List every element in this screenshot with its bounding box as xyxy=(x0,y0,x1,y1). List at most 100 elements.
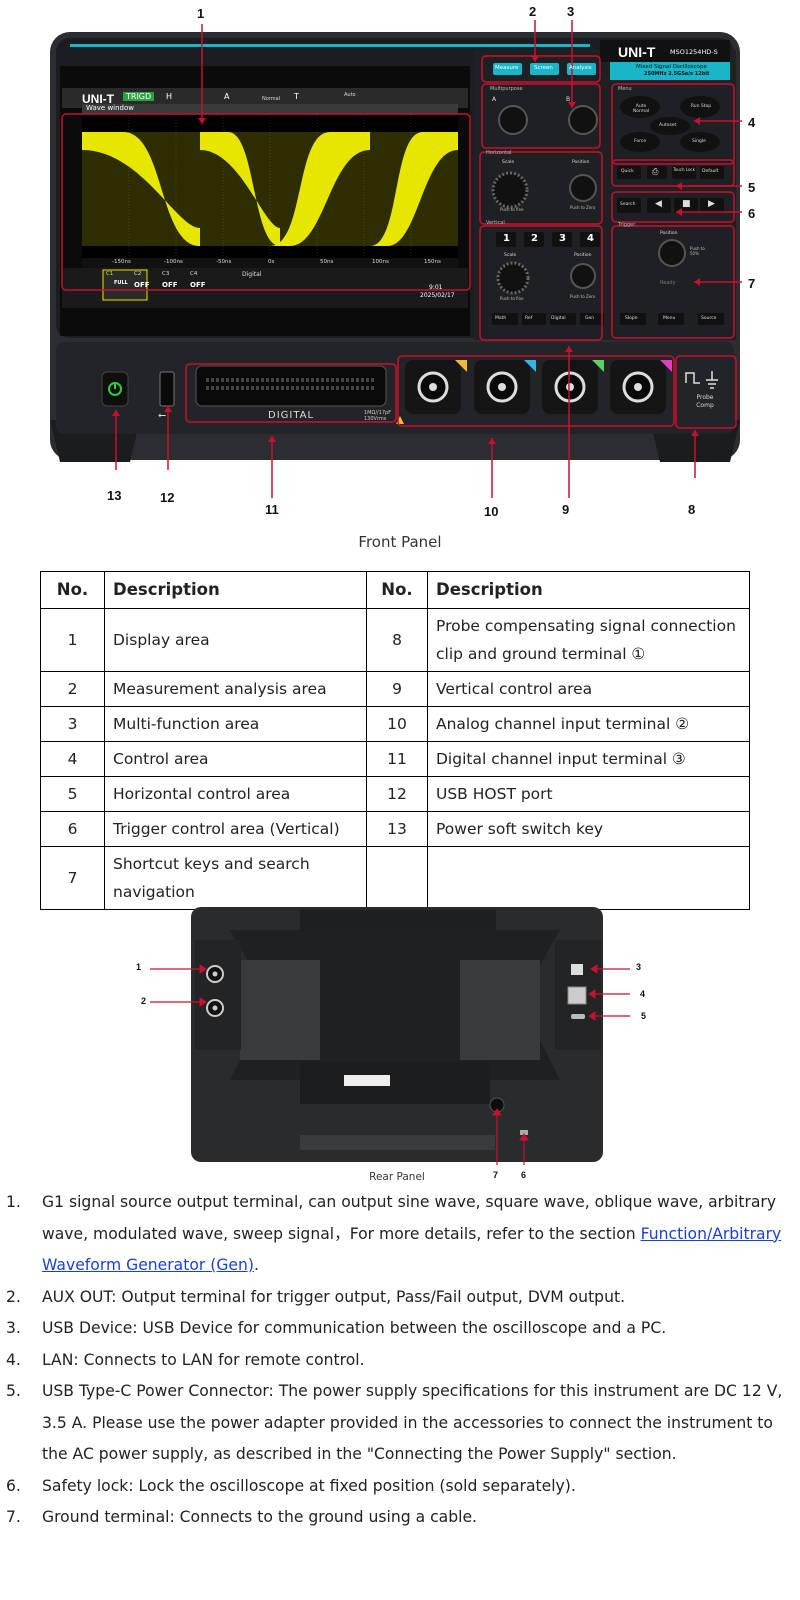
digital-pin xyxy=(301,378,304,382)
measure-button[interactable]: Measure xyxy=(495,65,519,71)
channel-cell-name[interactable]: C1 xyxy=(106,271,114,277)
prev-icon[interactable]: ◀ xyxy=(655,199,662,209)
channel-cell-name[interactable]: C3 xyxy=(162,271,170,277)
digital-pin xyxy=(336,378,339,382)
front-callout-9: 9 xyxy=(562,502,570,517)
channel-cell-name[interactable]: C2 xyxy=(134,271,142,277)
measure-button-shape xyxy=(493,63,522,75)
list-item-text: Safety lock: Lock the oscilloscope at fi… xyxy=(42,1476,576,1495)
search-button[interactable]: Search xyxy=(620,202,636,207)
callout-arrow xyxy=(568,102,576,108)
digital-pin xyxy=(281,378,284,382)
vertical-button-ref[interactable]: Ref xyxy=(525,316,533,321)
lan-port xyxy=(567,986,587,1005)
front-callout-2: 2 xyxy=(529,4,537,19)
print-btn-shape xyxy=(647,166,667,179)
screen-t-label: T xyxy=(294,92,299,101)
trigger-button-source[interactable]: Source xyxy=(701,316,717,321)
table-header-description-1: Description xyxy=(104,571,367,609)
quick-button[interactable]: Quick xyxy=(621,169,634,174)
prev-btn-shape xyxy=(647,198,671,213)
channel-button-1[interactable]: 1 xyxy=(503,233,510,244)
stop-btn-shape xyxy=(674,198,698,213)
digital-pin xyxy=(221,386,224,390)
trigger-knob xyxy=(658,239,686,267)
screen-h-label: H xyxy=(166,92,173,101)
trigger-button-menu[interactable]: Menu xyxy=(663,316,676,321)
vertical-button-gen[interactable]: Gen xyxy=(585,316,595,321)
channel-button-2[interactable]: 2 xyxy=(531,233,538,244)
default-button[interactable]: Default xyxy=(702,169,719,174)
channel-cell-name[interactable]: C4 xyxy=(190,271,198,277)
vertical-button-digital[interactable]: Digital xyxy=(551,316,566,321)
digital-pin xyxy=(276,378,279,382)
single-button[interactable]: Single xyxy=(692,139,706,144)
analysis-button[interactable]: Analysis xyxy=(569,65,592,71)
digital-pin xyxy=(291,386,294,390)
quick-btn-shape xyxy=(617,166,641,179)
digital-pin xyxy=(346,386,349,390)
callout-arrow xyxy=(694,278,700,286)
table-cell-number: 3 xyxy=(40,706,105,742)
callout-arrow xyxy=(676,208,682,216)
digital-pin xyxy=(251,386,254,390)
digital-pin xyxy=(316,378,319,382)
digital-port-label: DIGITAL xyxy=(268,410,315,421)
ch1-btn-shape xyxy=(496,232,516,247)
time-tick-label: -50ns xyxy=(216,259,232,265)
autoset-button[interactable]: Autoset xyxy=(659,123,677,128)
digital-pin xyxy=(326,378,329,382)
auto-normal-button[interactable]: Auto Normal xyxy=(632,104,650,114)
trigger-button-slope[interactable]: Slope xyxy=(625,316,638,321)
digital-pin xyxy=(226,386,229,390)
screen-digital-label: Digital xyxy=(242,271,262,278)
table-cell-description: Display area xyxy=(104,608,367,672)
digital-pin xyxy=(221,378,224,382)
source-btn-shape xyxy=(698,313,724,325)
digital-port-pins xyxy=(206,378,374,390)
trigger-label: Trigger xyxy=(618,222,636,228)
next-icon[interactable]: ▶ xyxy=(708,199,715,209)
stop-icon[interactable]: ■ xyxy=(682,199,691,209)
digital-pin xyxy=(226,378,229,382)
screen-topbar xyxy=(62,88,468,108)
touch-lock-button[interactable]: Touch Lock xyxy=(673,167,695,172)
screen-button-shape xyxy=(530,63,559,75)
digital-pin xyxy=(236,378,239,382)
force-button[interactable]: Force xyxy=(634,139,647,144)
bnc-channel-tag xyxy=(592,360,604,372)
time-tick-label: 50ns xyxy=(320,259,334,265)
digital-pin xyxy=(331,378,334,382)
screen-button[interactable]: Screen xyxy=(534,65,553,71)
bnc-channel-tag xyxy=(524,360,536,372)
model-spec-bar xyxy=(610,62,730,80)
v-push-zero-label: Push to Zero xyxy=(570,294,596,299)
front-callout-4: 4 xyxy=(748,115,756,130)
channel-button-4[interactable]: 4 xyxy=(587,233,594,244)
callout-arrow xyxy=(198,118,206,124)
waveform-trace xyxy=(82,132,458,246)
callout-frame xyxy=(185,363,397,423)
digital-pin xyxy=(246,378,249,382)
run-stop-button[interactable]: Run Stop xyxy=(690,104,712,109)
list-item: 3.USB Device: USB Device for communicati… xyxy=(0,1313,790,1345)
channel-button-3[interactable]: 3 xyxy=(559,233,566,244)
digital-pin xyxy=(371,378,374,382)
digital-pin xyxy=(346,378,349,382)
vertical-button-math[interactable]: Math xyxy=(495,316,507,321)
ch1-box xyxy=(102,269,148,301)
list-item-tail: . xyxy=(254,1256,259,1274)
digital-pin xyxy=(361,386,364,390)
table-cell-number: 13 xyxy=(366,811,428,847)
knob-a xyxy=(498,105,528,135)
time-tick-label: -100ns xyxy=(164,259,183,265)
h-push-fine-label: Push to fine xyxy=(500,207,524,212)
gen-section-link[interactable]: Function/Arbitrary Waveform Generator (G… xyxy=(42,1224,782,1275)
digital-pin xyxy=(231,378,234,382)
print-icon[interactable]: ⎙ xyxy=(652,167,659,176)
bnc-center-pin xyxy=(634,383,642,391)
menu-btn-autoset xyxy=(650,117,690,135)
callout-arrow xyxy=(694,117,700,125)
